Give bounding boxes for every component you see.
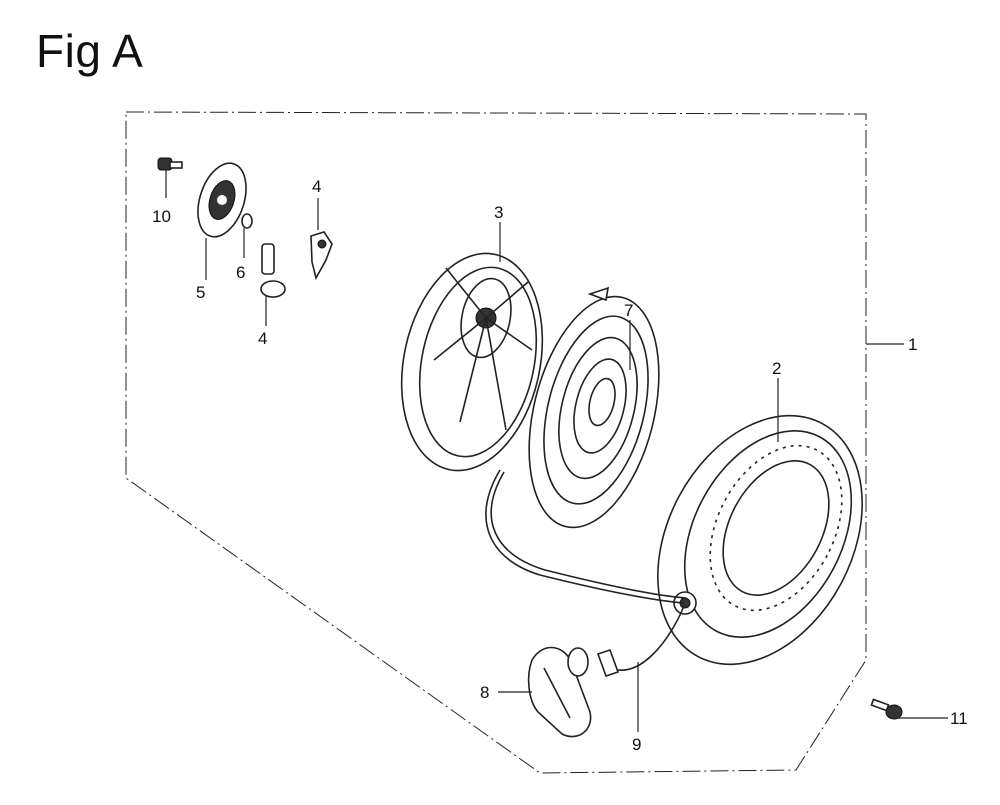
callout-4-upper: 4 [312, 177, 321, 196]
part-9-rope [596, 605, 685, 678]
part-10-bolt [157, 157, 183, 171]
callout-10: 10 [152, 207, 171, 226]
part-11-flange-bolt [870, 698, 903, 720]
callout-4-lower: 4 [258, 329, 267, 348]
callout-7: 7 [624, 301, 633, 320]
starter-rope [485, 469, 687, 604]
leader-lines [165, 170, 948, 732]
assembly-boundary [125, 111, 867, 774]
callout-2: 2 [772, 359, 781, 378]
part-3-reel [400, 252, 544, 472]
part-5-ratchet-plate [197, 162, 247, 238]
figure-title: Fig A [36, 25, 144, 77]
callout-8: 8 [480, 683, 489, 702]
callout-3: 3 [494, 203, 503, 222]
callout-6: 6 [236, 263, 245, 282]
callout-11: 11 [950, 709, 968, 728]
part-8-starter-grip [527, 646, 592, 738]
part-7-recoil-spring [528, 286, 660, 529]
callout-1: 1 [908, 335, 917, 354]
callout-5: 5 [196, 283, 205, 302]
part-2-starter-case [657, 414, 863, 666]
part-6-washer [241, 213, 253, 229]
part-4-ratchet-pawl-lower [260, 243, 286, 298]
callout-9: 9 [632, 735, 641, 754]
part-4-ratchet-pawl-upper [310, 231, 333, 281]
